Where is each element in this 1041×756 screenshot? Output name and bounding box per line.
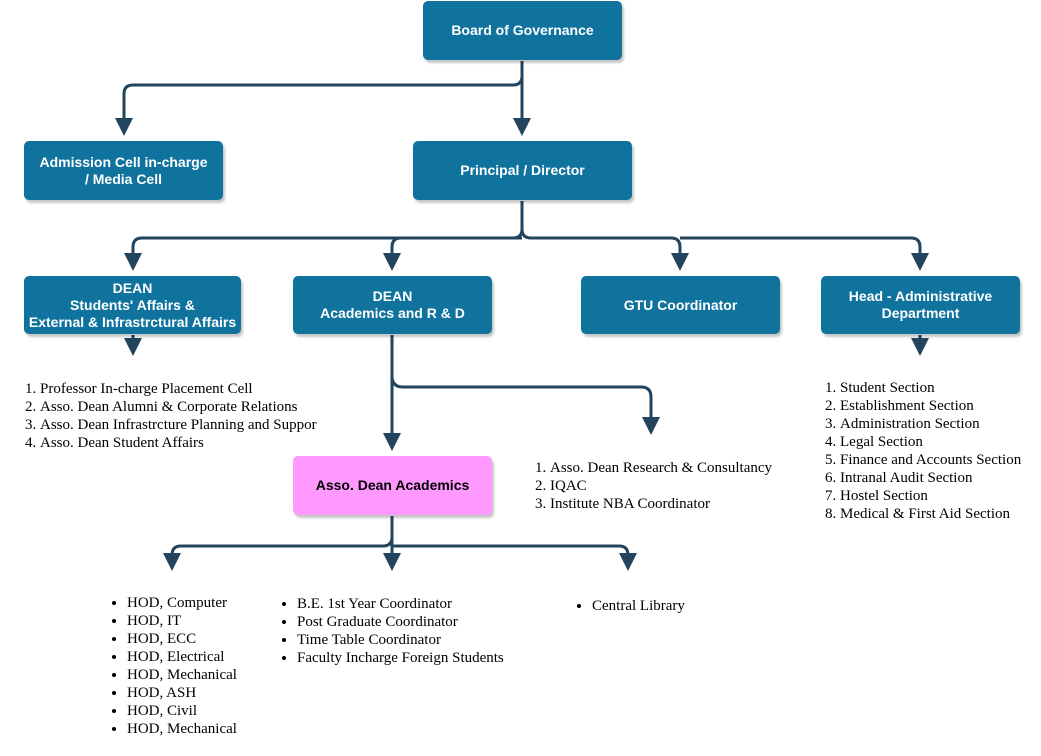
gtu-coordinator-label: GTU Coordinator	[623, 296, 738, 313]
students-affairs-list: Professor In-charge Placement Cell Asso.…	[24, 380, 317, 452]
dean-academics-label-line-2: Academics and R & D	[320, 305, 465, 321]
list-item: Time Table Coordinator	[297, 631, 504, 649]
list-item: Intranal Audit Section	[840, 469, 1021, 487]
list-item: Student Section	[840, 379, 1021, 397]
list-item: HOD, IT	[127, 612, 237, 630]
list-item: B.E. 1st Year Coordinator	[297, 595, 504, 613]
coordinators-list: B.E. 1st Year Coordinator Post Graduate …	[281, 595, 504, 667]
library-list: Central Library	[576, 597, 685, 615]
edge-principal-gtu	[520, 228, 689, 271]
list-item: Administration Section	[840, 415, 1021, 433]
board-of-governance-label: Board of Governance	[451, 22, 594, 38]
head-administrative-node: Head - Administrative Department	[821, 276, 1020, 334]
list-item: Professor In-charge Placement Cell	[40, 380, 317, 398]
list-item: HOD, Mechanical	[127, 720, 237, 738]
list-item: HOD, Electrical	[127, 648, 237, 666]
list-item: Faculty Incharge Foreign Students	[297, 649, 504, 667]
list-item: Post Graduate Coordinator	[297, 613, 504, 631]
dean-students-affairs-node: DEAN Students' Affairs & External & Infr…	[24, 276, 241, 334]
list-item: Central Library	[592, 597, 685, 615]
dean-students-label-line-1: DEAN	[112, 279, 153, 296]
edge-dean-academics-research	[390, 375, 660, 435]
list-item: Asso. Dean Infrastrcture Planning and Su…	[40, 416, 317, 434]
principal-director-label: Principal / Director	[460, 162, 585, 178]
dean-students-label-line-3: External & Infrastrctural Affairs	[28, 313, 237, 330]
dean-academics-label-line-1: DEAN	[372, 288, 413, 304]
list-item: Legal Section	[840, 433, 1021, 451]
edge-principal-dean-students	[124, 201, 524, 271]
admin-sections-list: Student Section Establishment Section Ad…	[824, 379, 1021, 523]
hod-list: HOD, Computer HOD, IT HOD, ECC HOD, Elec…	[111, 594, 237, 738]
admission-cell-label-line-2: / Media Cell	[84, 170, 162, 187]
list-item: IQAC	[550, 477, 772, 495]
head-admin-label-line-1: Head - Administrative	[848, 288, 993, 304]
list-item: Institute NBA Coordinator	[550, 495, 772, 513]
dean-academics-node: DEAN Academics and R & D	[293, 276, 492, 334]
list-item: Asso. Dean Alumni & Corporate Relations	[40, 398, 317, 416]
asso-dean-academics-node: Asso. Dean Academics	[293, 456, 492, 515]
admission-cell-node: Admission Cell in-charge / Media Cell	[24, 141, 223, 200]
gtu-coordinator-node: GTU Coordinator	[581, 276, 780, 334]
list-item: Finance and Accounts Section	[840, 451, 1021, 469]
asso-dean-academics-label: Asso. Dean Academics	[315, 477, 470, 493]
board-of-governance-node: Board of Governance	[423, 1, 622, 60]
list-item: HOD, Civil	[127, 702, 237, 720]
research-list: Asso. Dean Research & Consultancy IQAC I…	[534, 459, 772, 513]
list-item: Medical & First Aid Section	[840, 505, 1021, 523]
edge-principal-dean-academics	[383, 236, 522, 271]
edge-asso-library	[392, 544, 637, 571]
list-item: Hostel Section	[840, 487, 1021, 505]
list-item: HOD, ECC	[127, 630, 237, 648]
principal-director-node: Principal / Director	[413, 141, 632, 200]
list-item: Establishment Section	[840, 397, 1021, 415]
edge-principal-head-admin	[680, 236, 929, 271]
dean-students-label-line-2: Students' Affairs &	[70, 296, 195, 313]
list-item: HOD, Mechanical	[127, 666, 237, 684]
head-admin-label-line-2: Department	[881, 305, 960, 321]
edge-asso-hods	[163, 516, 394, 571]
admission-cell-label-line-1: Admission Cell in-charge	[39, 153, 208, 170]
edge-board-admission	[115, 61, 524, 136]
list-item: HOD, ASH	[127, 684, 237, 702]
list-item: HOD, Computer	[127, 594, 237, 612]
list-item: Asso. Dean Student Affairs	[40, 434, 317, 452]
list-item: Asso. Dean Research & Consultancy	[550, 459, 772, 477]
